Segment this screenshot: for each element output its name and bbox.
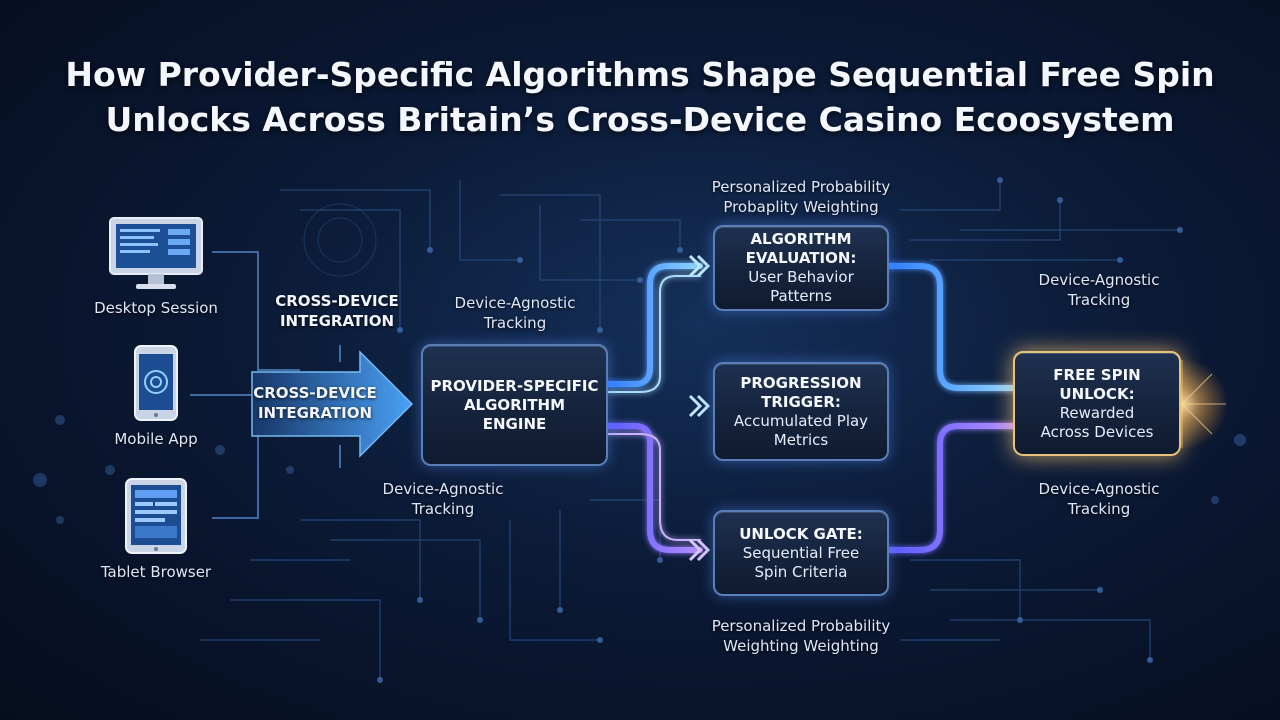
- flow-pipes: [605, 263, 1016, 553]
- evaluation-line-3: User Behavior Patterns: [748, 268, 854, 305]
- free-spin-unlock-box: FREE SPIN UNLOCK: Rewarded Across Device…: [1013, 351, 1181, 456]
- engine-line-3: ENGINE: [482, 414, 547, 433]
- progression-line-2: TRIGGER:: [761, 392, 841, 411]
- free-spin-line-2: UNLOCK:: [1059, 384, 1135, 403]
- unlock-gate-box: UNLOCK GATE: Sequential Free Spin Criter…: [713, 510, 889, 596]
- evaluation-line-2: EVALUATION:: [745, 249, 857, 267]
- device-label-mobile: Mobile App: [114, 430, 198, 448]
- integration-arrow: [251, 350, 414, 458]
- tracking-label-lower-left: Device-Agnostic Tracking: [382, 480, 504, 518]
- integration-arrow-label: CROSS-DEVICE INTEGRATION: [253, 384, 377, 422]
- title-line-2: Unlocks Across Britain’s Cross-Device Ca…: [105, 100, 1175, 139]
- progression-trigger-box: PROGRESSION TRIGGER: Accumulated Play Me…: [713, 362, 889, 461]
- progression-line-1: PROGRESSION: [740, 373, 862, 392]
- bokeh-dots: [33, 415, 1246, 524]
- gate-line-2: Sequential Free: [742, 543, 860, 562]
- smartphone-icon: [134, 345, 178, 421]
- algorithm-evaluation-box: ALGORITHM EVALUATION: User Behavior Patt…: [713, 225, 889, 311]
- progression-line-4: Metrics: [773, 430, 829, 449]
- title-line-1: How Provider-Specific Algorithms Shape S…: [65, 55, 1215, 94]
- free-spin-line-3: Rewarded: [1059, 403, 1135, 422]
- page-title: How Provider-Specific Algorithms Shape S…: [0, 52, 1280, 142]
- device-label-desktop: Desktop Session: [94, 299, 218, 317]
- free-spin-line-1: FREE SPIN: [1053, 365, 1141, 384]
- engine-line-1: PROVIDER-SPECIFIC: [430, 376, 599, 395]
- flow-chevrons: [688, 254, 711, 562]
- tracking-label-lower-right: Device-Agnostic Tracking: [1038, 480, 1160, 518]
- circuit-traces: [200, 180, 1180, 680]
- weighting-label-top: Personalized Probability Probaplity Weig…: [711, 178, 891, 216]
- integration-label-top: CROSS-DEVICE INTEGRATION: [275, 292, 399, 330]
- evaluation-line-1: ALGORITHM: [750, 230, 852, 248]
- tracking-label-upper-left: Device-Agnostic Tracking: [454, 294, 576, 332]
- progression-line-3: Accumulated Play: [733, 411, 869, 430]
- gate-line-1: UNLOCK GATE:: [739, 524, 863, 543]
- desktop-monitor-icon: [109, 217, 203, 289]
- tablet-icon: [125, 478, 187, 554]
- gate-line-3: Spin Criteria: [754, 562, 848, 581]
- algorithm-engine-box: PROVIDER-SPECIFIC ALGORITHM ENGINE: [421, 344, 608, 466]
- circuit-nodes: [377, 177, 1183, 683]
- tracking-label-upper-right: Device-Agnostic Tracking: [1038, 271, 1160, 309]
- radar-rings: [303, 203, 377, 277]
- weighting-label-bottom: Personalized Probability Weighting Weigh…: [711, 617, 891, 655]
- device-label-tablet: Tablet Browser: [100, 563, 212, 581]
- engine-line-2: ALGORITHM: [463, 395, 566, 414]
- free-spin-line-4: Across Devices: [1040, 422, 1154, 441]
